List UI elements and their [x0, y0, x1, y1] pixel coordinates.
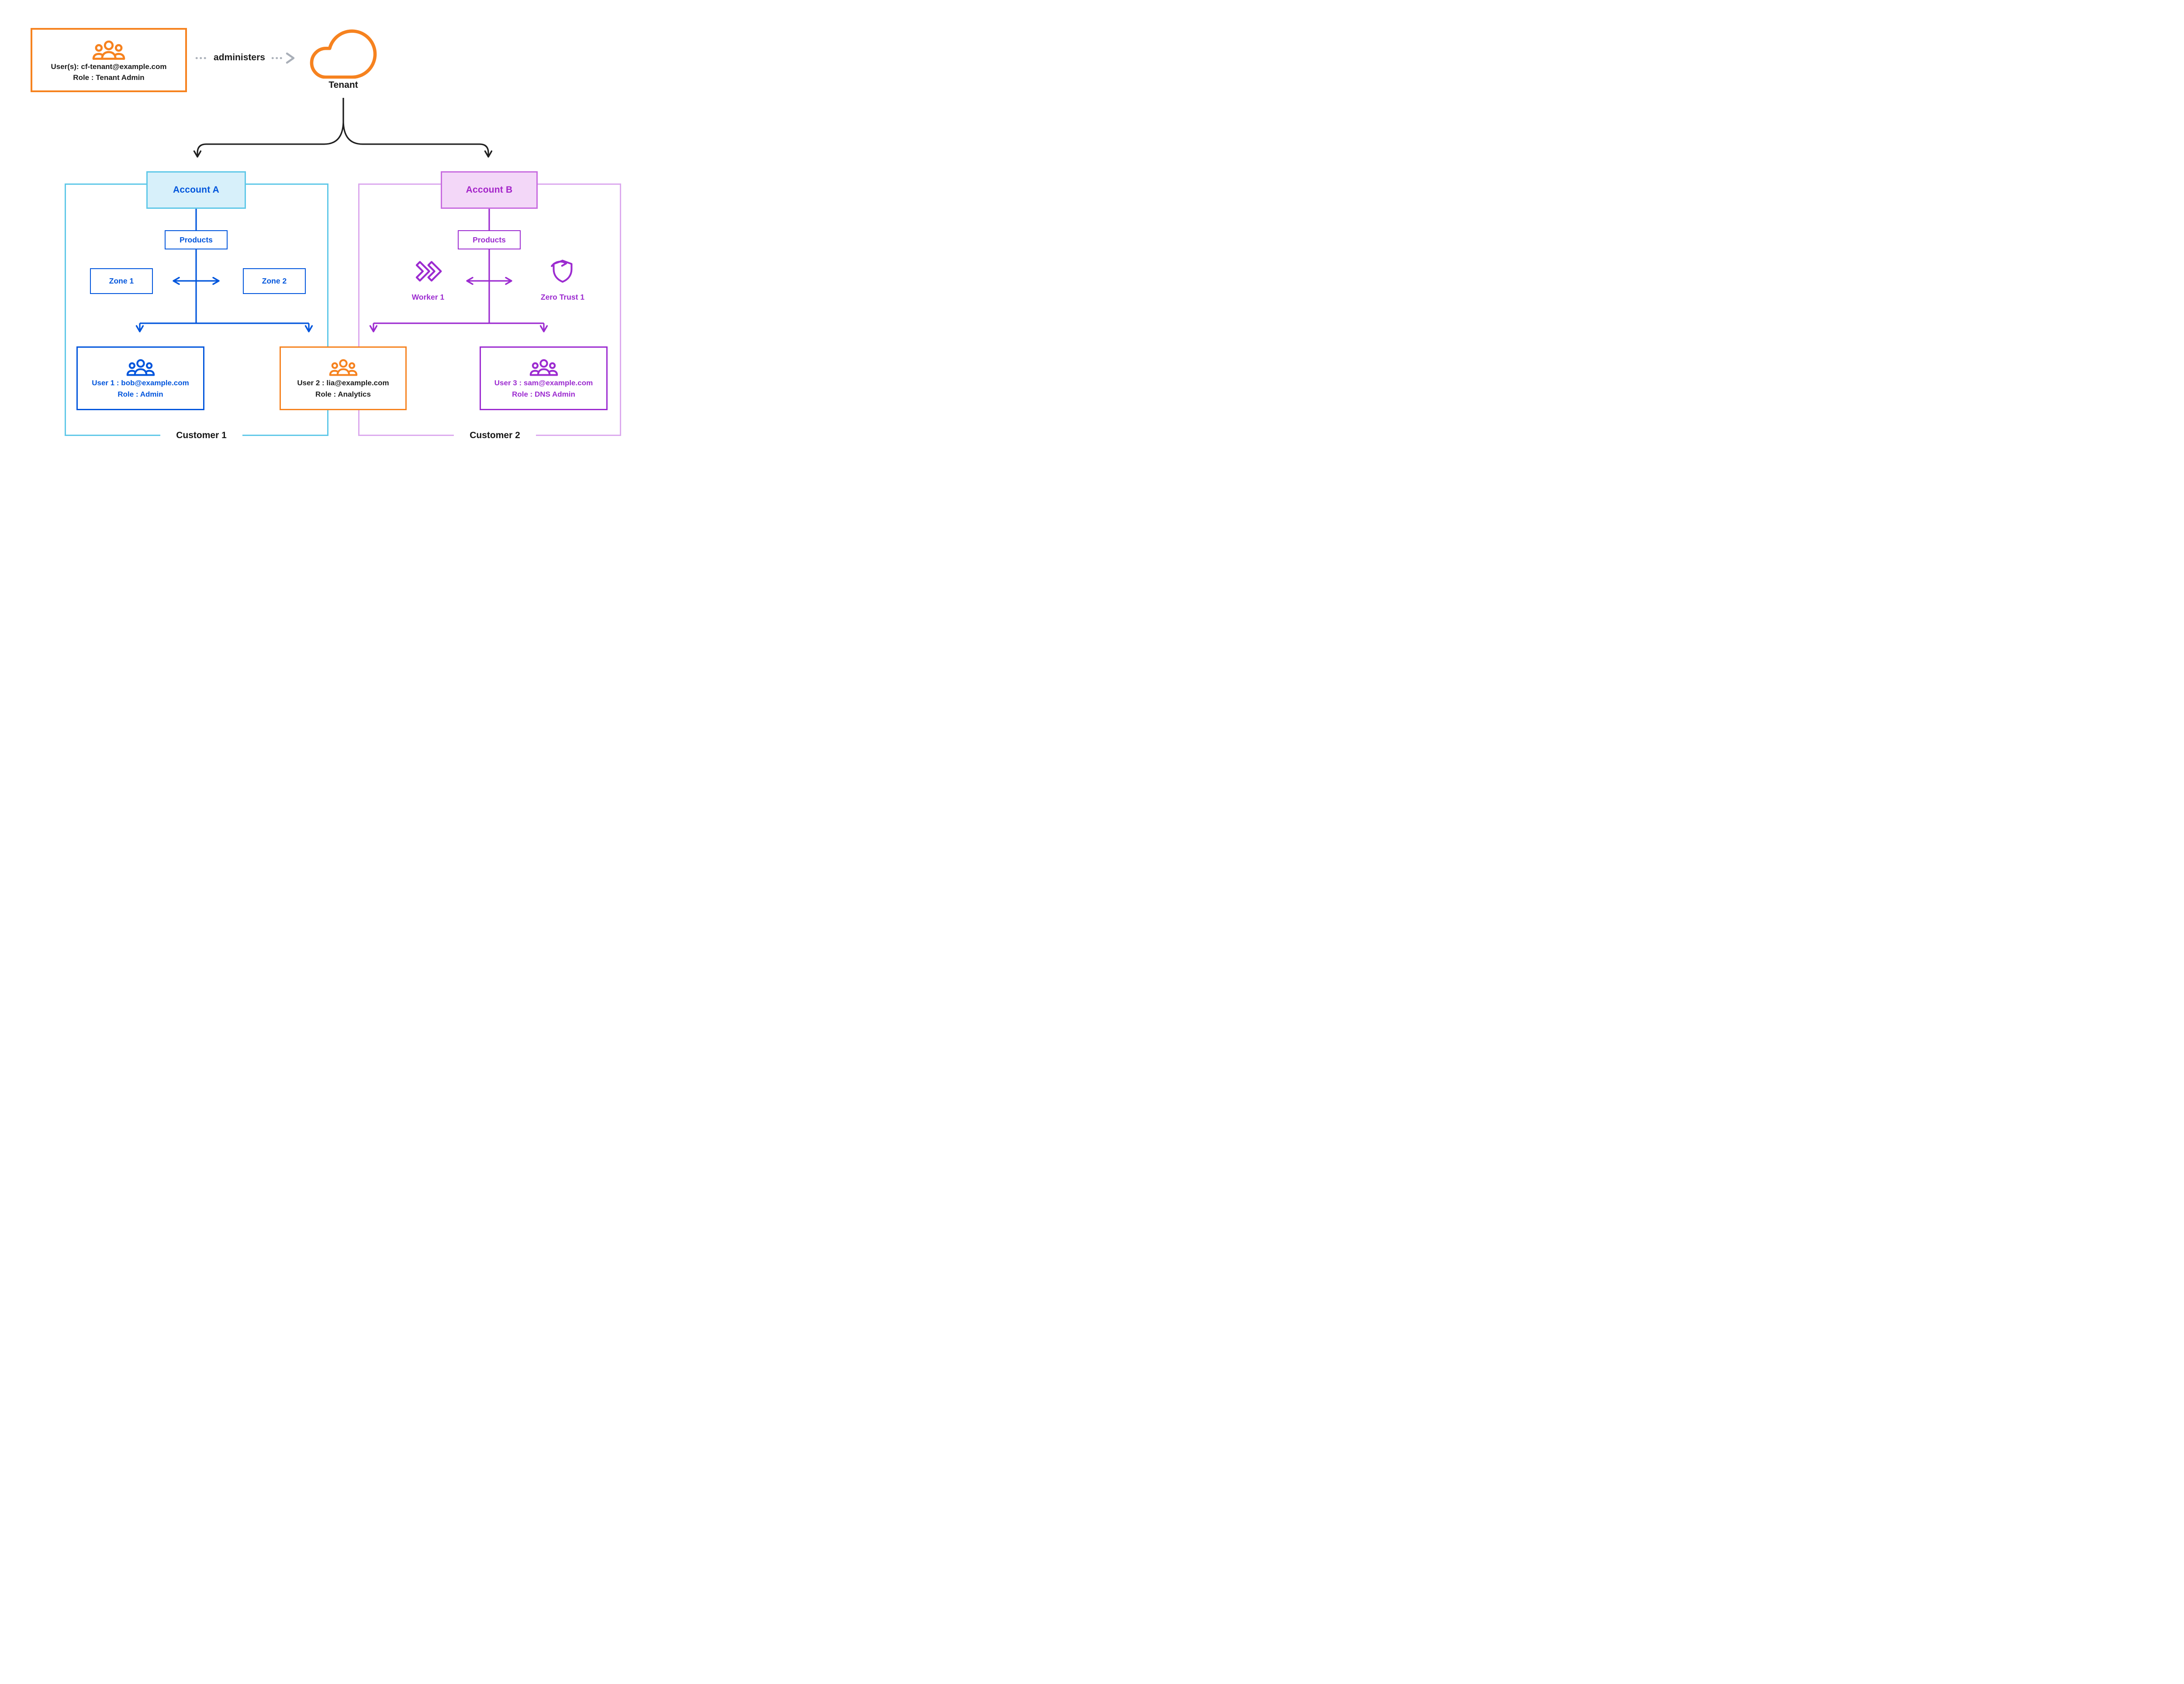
worker-label: Worker 1 [411, 293, 445, 301]
user2-email-line: User 2 : lia@example.com [297, 379, 389, 387]
zero-trust-shield-icon [551, 259, 573, 283]
account-a-box: Account A [146, 171, 246, 209]
users-icon [529, 359, 558, 377]
user1-box: User 1 : bob@example.com Role : Admin [76, 346, 204, 410]
products-a-box: Products [165, 230, 228, 249]
tenant-admin-box: User(s): cf-tenant@example.com Role : Te… [31, 28, 187, 92]
account-a-label: Account A [173, 185, 220, 195]
users-icon [126, 359, 155, 377]
user3-box: User 3 : sam@example.com Role : DNS Admi… [480, 346, 608, 410]
user3-email-line: User 3 : sam@example.com [494, 379, 593, 387]
users-icon [329, 359, 358, 377]
account-b-box: Account B [441, 171, 538, 209]
diagram-canvas: User(s): cf-tenant@example.com Role : Te… [0, 0, 675, 467]
worker-icon [415, 261, 442, 282]
tenant-cloud [306, 25, 381, 79]
tenant-admin-role-line: Role : Tenant Admin [73, 73, 145, 82]
zero-trust-node [549, 257, 576, 284]
user1-email-line: User 1 : bob@example.com [92, 379, 189, 387]
tenant-to-account-b-arrow [342, 98, 488, 156]
customer2-label: Customer 2 [454, 429, 536, 442]
account-b-label: Account B [466, 185, 513, 195]
products-b-box: Products [458, 230, 521, 249]
zone2-label: Zone 2 [262, 277, 287, 285]
user3-role-line: Role : DNS Admin [512, 390, 575, 398]
users-icon [92, 40, 125, 61]
zero-trust-label: Zero Trust 1 [540, 293, 585, 301]
zone2-box: Zone 2 [243, 268, 306, 294]
products-b-label: Products [473, 235, 506, 244]
user1-role-line: Role : Admin [117, 390, 163, 398]
cloud-icon [310, 29, 377, 79]
zone1-box: Zone 1 [90, 268, 153, 294]
customer1-label: Customer 1 [160, 429, 242, 442]
worker-node [414, 259, 442, 284]
zone1-label: Zone 1 [109, 277, 134, 285]
tenant-to-account-a-arrow [197, 98, 344, 156]
tenant-admin-users-line: User(s): cf-tenant@example.com [51, 62, 167, 71]
tenant-label: Tenant [328, 80, 358, 90]
user2-box: User 2 : lia@example.com Role : Analytic… [280, 346, 407, 410]
user2-role-line: Role : Analytics [315, 390, 371, 398]
products-a-label: Products [180, 235, 213, 244]
administers-label: administers [214, 52, 265, 62]
